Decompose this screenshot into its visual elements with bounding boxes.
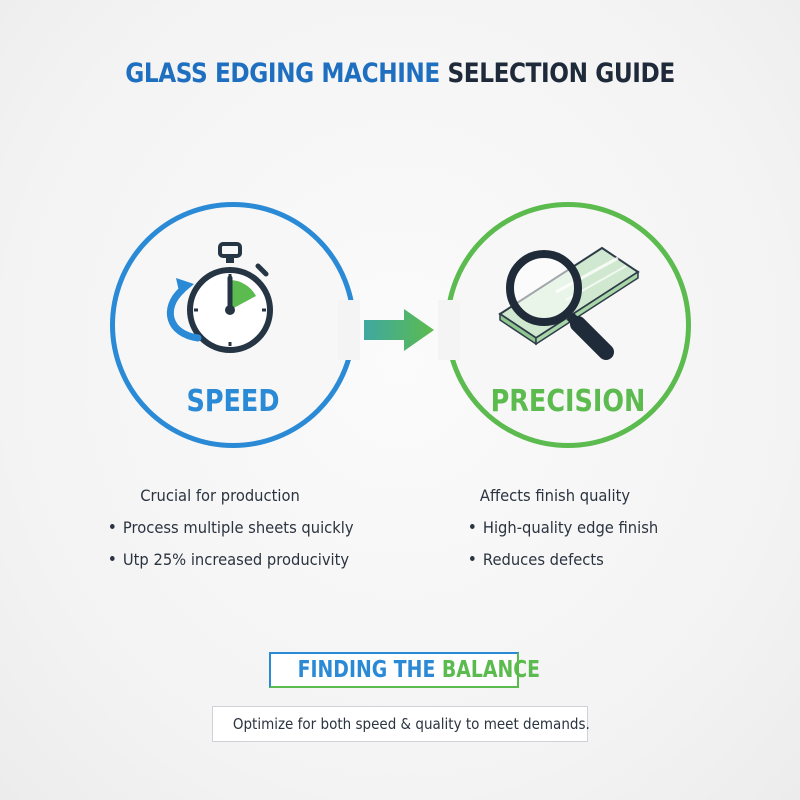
magnifier-glass-icon xyxy=(498,246,640,360)
title-part-2: SELECTION GUIDE xyxy=(447,58,676,89)
precision-circle-gap xyxy=(438,300,460,360)
bullet-dot xyxy=(110,556,115,561)
list-item: Reduces defects xyxy=(470,550,654,569)
list-item: Utp 25% increased producivity xyxy=(110,550,349,569)
summary-note: Optimize for both speed & quality to mee… xyxy=(212,706,590,742)
balance-part-1: FINDING THE xyxy=(297,657,436,683)
balance-part-2: BALANCE xyxy=(441,657,541,683)
page-title: GLASS EDGING MACHINE SELECTION GUIDE xyxy=(56,58,744,89)
speed-heading: Crucial for production xyxy=(140,486,300,505)
stopwatch-icon xyxy=(166,242,273,353)
precision-heading: Affects finish quality xyxy=(479,486,631,505)
speed-circle-gap xyxy=(338,300,360,360)
list-item: High-quality edge finish xyxy=(470,518,658,537)
precision-details: Affects finish quality High-quality edge… xyxy=(470,486,670,582)
speed-label: SPEED xyxy=(186,384,280,419)
speed-bullet-list: Process multiple sheets quickly Utp 25% … xyxy=(110,518,370,569)
speed-details: Crucial for production Process multiple … xyxy=(110,486,370,582)
bullet-dot xyxy=(110,524,115,529)
balance-banner: FINDING THE BALANCE xyxy=(269,652,540,688)
precision-label: PRECISION xyxy=(490,384,646,419)
bullet-dot xyxy=(470,524,475,529)
bullet-dot xyxy=(470,556,475,561)
arrow-right-icon xyxy=(364,309,434,351)
precision-bullet-list: High-quality edge finish Reduces defects xyxy=(470,518,670,569)
list-item: Process multiple sheets quickly xyxy=(110,518,354,537)
title-part-1: GLASS EDGING MACHINE xyxy=(125,58,440,89)
